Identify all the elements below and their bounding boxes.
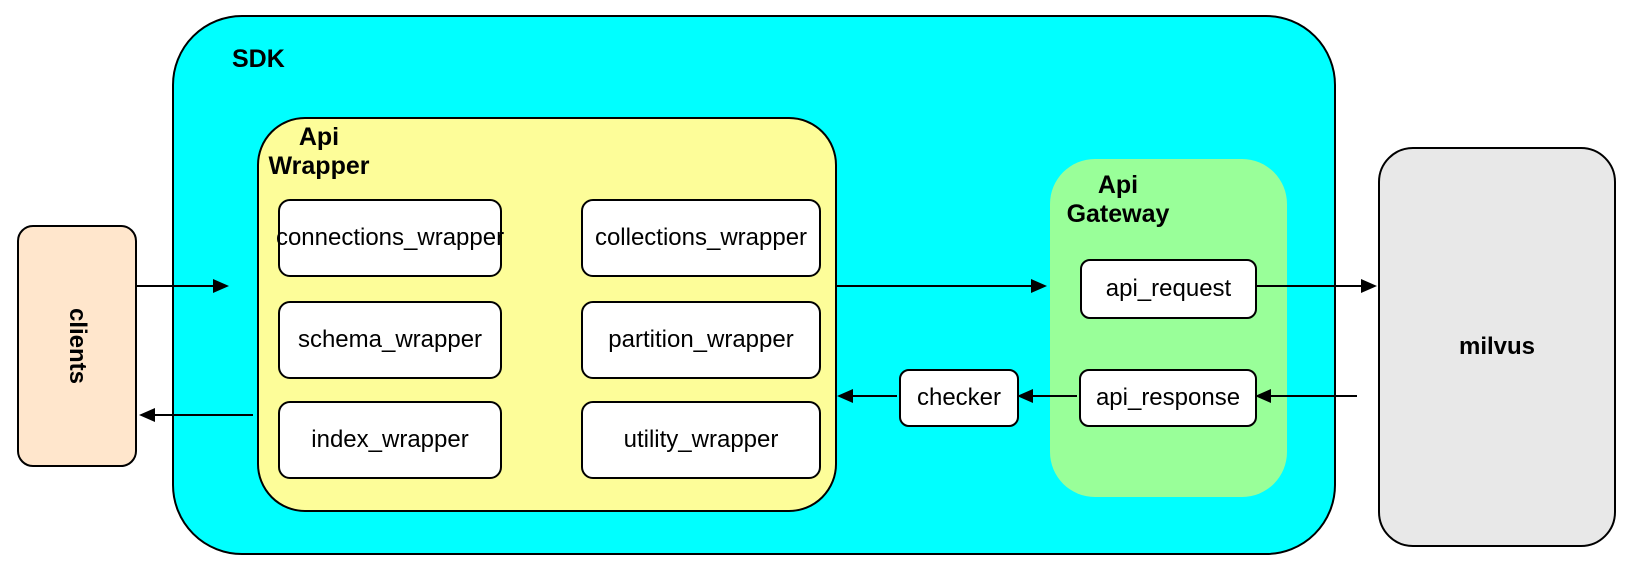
node-partition-wrapper: partition_wrapper — [581, 301, 821, 379]
node-index-wrapper: index_wrapper — [278, 401, 502, 479]
arrowhead-right-icon — [1031, 279, 1047, 293]
node-utility-wrapper-label: utility_wrapper — [623, 426, 779, 453]
node-checker-label: checker — [916, 384, 1002, 411]
api-wrapper-label: Api Wrapper — [268, 123, 370, 180]
node-schema-wrapper: schema_wrapper — [278, 301, 502, 379]
node-schema-wrapper-label: schema_wrapper — [297, 326, 483, 353]
arrowhead-left-icon — [837, 389, 853, 403]
node-api-request: api_request — [1080, 259, 1257, 319]
milvus-box: milvus — [1378, 147, 1616, 547]
node-connections-wrapper-label: connections_wrapper — [275, 224, 505, 251]
node-api-response: api_response — [1079, 369, 1257, 427]
arrowhead-left-icon — [1017, 389, 1033, 403]
arrowhead-right-icon — [213, 279, 229, 293]
arrow-line — [1269, 395, 1357, 397]
arrow-line — [851, 395, 897, 397]
node-collections-wrapper: collections_wrapper — [581, 199, 821, 277]
arrow-line — [153, 414, 253, 416]
node-index-wrapper-label: index_wrapper — [311, 426, 469, 453]
milvus-label: milvus — [1458, 333, 1536, 360]
clients-box: clients — [17, 225, 137, 467]
arrow-line — [1031, 395, 1077, 397]
node-collections-wrapper-label: collections_wrapper — [594, 224, 808, 251]
api-gateway-box: Api Gateway api_request api_response — [1050, 159, 1287, 497]
api-wrapper-box: Api Wrapper connections_wrapper collecti… — [257, 117, 837, 512]
node-connections-wrapper: connections_wrapper — [275, 199, 505, 277]
sdk-box: SDK Api Wrapper connections_wrapper coll… — [172, 15, 1336, 555]
arrowhead-left-icon — [139, 408, 155, 422]
node-partition-wrapper-label: partition_wrapper — [608, 326, 794, 353]
clients-label: clients — [64, 307, 91, 385]
arrow-line — [835, 285, 1031, 287]
arrowhead-right-icon — [1361, 279, 1377, 293]
node-api-request-label: api_request — [1105, 275, 1232, 302]
node-checker: checker — [899, 369, 1019, 427]
arrow-line — [137, 285, 213, 287]
node-utility-wrapper: utility_wrapper — [581, 401, 821, 479]
sdk-label: SDK — [232, 45, 285, 73]
arrowhead-left-icon — [1255, 389, 1271, 403]
node-api-response-label: api_response — [1095, 384, 1241, 411]
arrow-line — [1255, 285, 1361, 287]
api-gateway-label: Api Gateway — [1066, 171, 1170, 228]
